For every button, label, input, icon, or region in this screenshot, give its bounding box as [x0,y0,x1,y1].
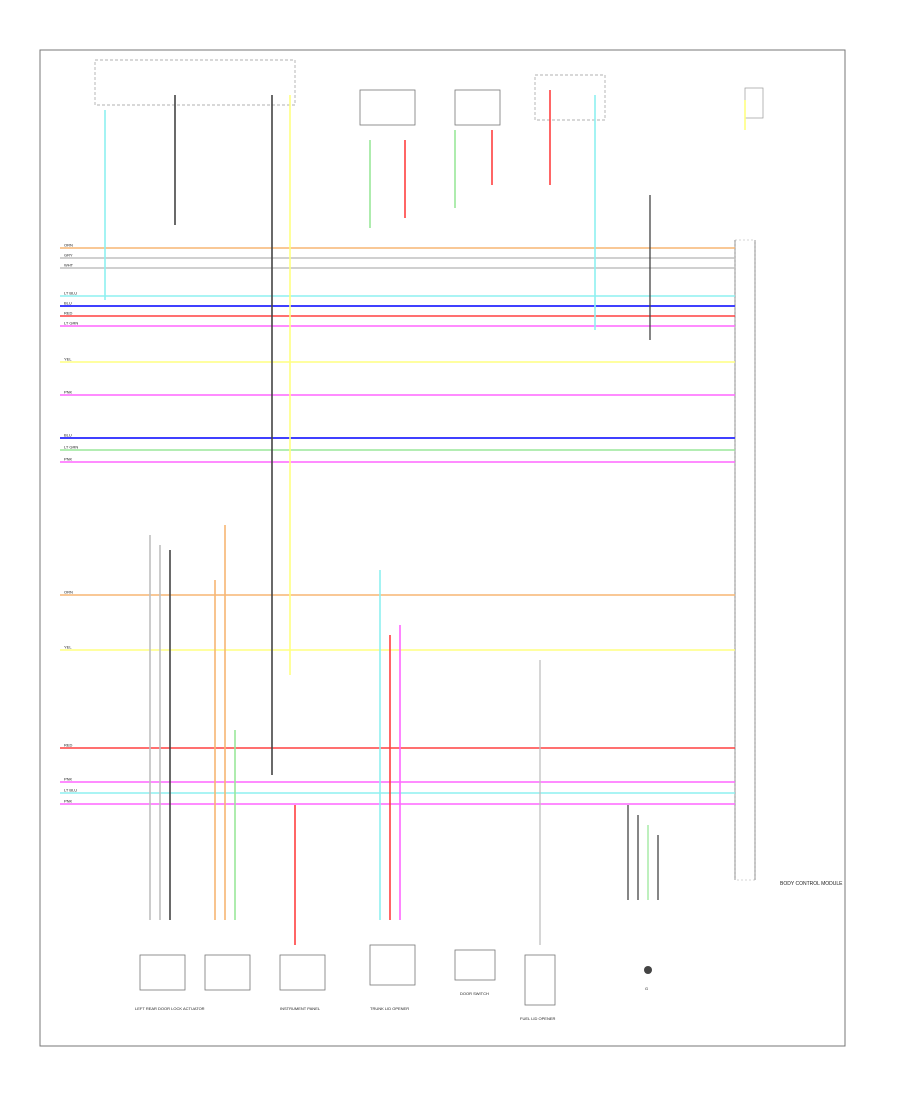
top-components [94,59,764,126]
door-switch-label: DOOR SWITCH [460,991,489,996]
wire-label-15: PNK [64,777,73,782]
wire-label-16: LT BLU [64,788,77,793]
left-rear-label: LEFT REAR DOOR LOCK ACTUATOR [135,1006,205,1011]
wire-label-17: PNK [64,799,73,804]
wire-label-9: BLU [64,433,72,438]
module-label: BODY CONTROL MODULE [780,881,843,887]
fuel-label: FUEL LID OPENER [520,1016,556,1021]
diagram-border [39,49,846,1047]
wire-label-13: YEL [64,645,72,650]
ground-label: G [645,986,648,991]
wire-label-8: PNK [64,390,73,395]
wire-label-6: LT GRN [64,321,78,326]
wire-label-4: BLU [64,301,72,306]
wire-label-1: GRY [64,253,73,258]
wire-label-0: ORN [64,243,73,248]
wire-label-14: RED [64,743,73,748]
wire-label-11: PNK [64,457,73,462]
module-connector [734,239,756,881]
bottom-components [139,944,652,1006]
vertical-wires [104,90,746,945]
wire-label-5: RED [64,311,73,316]
wire-label-3: LT BLU [64,291,77,296]
trunk-label: TRUNK LID OPENER [370,1006,409,1011]
wire-label-2: WHT [64,263,74,268]
wire-label-10: LT GRN [64,445,78,450]
wire-label-7: YEL [64,357,72,362]
wires: ORN GRY WHT LT BLU BLU RED LT GRN YEL PNK BLU LT G… [60,243,735,805]
labels: BODY CONTROL MODULE LEFT REAR DOOR LOCK … [135,881,843,1021]
instrument-panel-label: INSTRUMENT PANEL [280,1006,321,1011]
wire-label-12: ORN [64,590,73,595]
